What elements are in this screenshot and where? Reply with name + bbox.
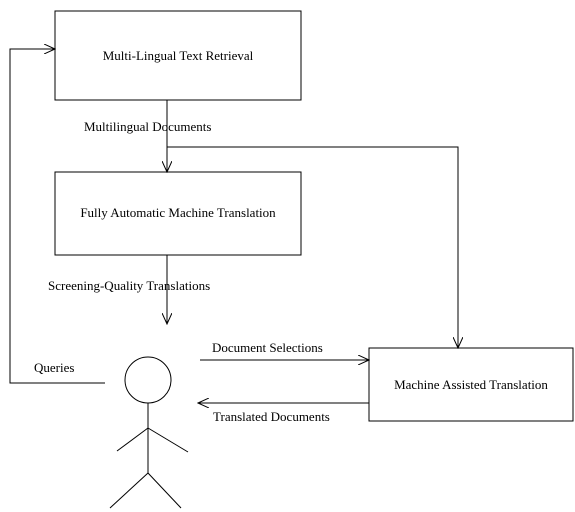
- user-left-leg: [109, 472, 149, 509]
- translated-documents-label: Translated Documents: [213, 409, 330, 424]
- queries-label: Queries: [34, 360, 74, 375]
- retrieval-box: Multi-Lingual Text Retrieval: [54, 10, 302, 101]
- arrow-queries-to-retrieval: [9, 49, 105, 384]
- assisted-translation-box-label: Machine Assisted Translation: [394, 377, 548, 392]
- user-head: [124, 356, 172, 404]
- automatic-translation-box-frame: [54, 171, 302, 256]
- screening-quality-label: Screening-Quality Translations: [48, 278, 210, 293]
- retrieval-box-label: Multi-Lingual Text Retrieval: [103, 48, 254, 63]
- document-selections-label: Document Selections: [212, 340, 323, 355]
- automatic-translation-box: Fully Automatic Machine Translation: [54, 171, 302, 256]
- retrieval-box-frame: [54, 10, 302, 101]
- assisted-translation-box: Machine Assisted Translation: [368, 347, 574, 422]
- user-right-leg: [147, 472, 182, 509]
- user-figure: [109, 356, 189, 509]
- user-right-arm: [147, 427, 189, 453]
- arrow-documents-to-assisted: [167, 146, 458, 348]
- multilingual-documents-label: Multilingual Documents: [84, 119, 211, 134]
- user-left-arm: [116, 427, 149, 452]
- automatic-translation-box-label: Fully Automatic Machine Translation: [80, 205, 276, 220]
- assisted-translation-box-frame: [368, 347, 574, 422]
